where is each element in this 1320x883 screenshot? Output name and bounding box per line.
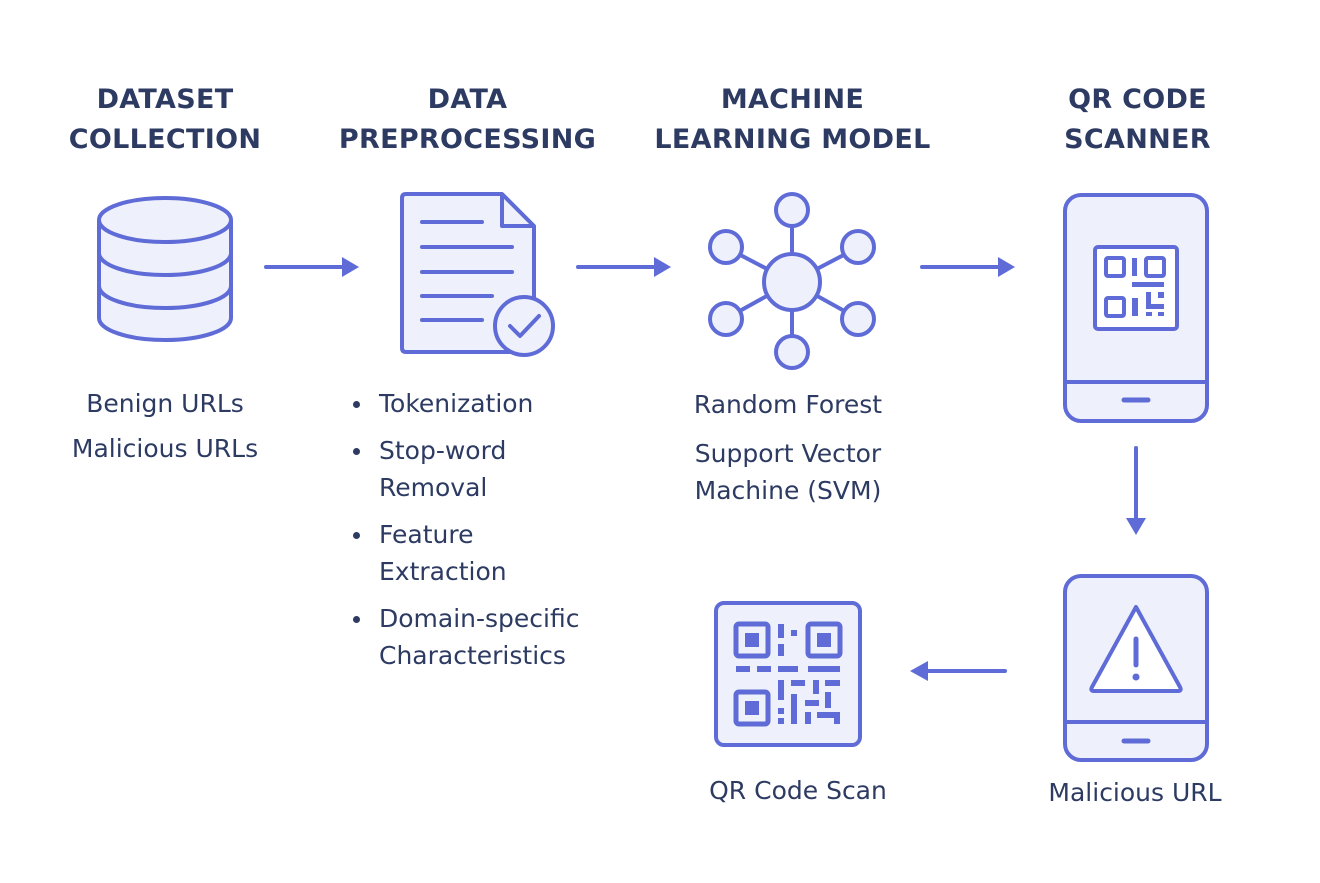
preprocessing-steps-list: Tokenization Stop-word Removal Feature E… (350, 385, 620, 684)
model-item-svm: Support Vector Machine (SVM) (694, 439, 882, 505)
list-item: Feature Extraction (350, 516, 539, 590)
database-icon (95, 190, 235, 350)
model-items: Random Forest Support Vector Machine (SV… (660, 386, 916, 509)
arrow-down-icon (1126, 446, 1146, 535)
list-item: Tokenization (350, 385, 620, 422)
list-item: Stop-word Removal (350, 432, 539, 506)
document-check-icon (398, 190, 560, 360)
arrow-right-icon (920, 257, 1015, 277)
dataset-collection-heading: DATASET COLLECTION (55, 80, 275, 160)
list-item: Domain-specific Characteristics (350, 600, 619, 674)
model-heading-line-2: LEARNING MODEL (654, 124, 931, 155)
phone-warning-icon (1062, 573, 1210, 763)
dataset-items: Benign URLs Malicious URLs (40, 385, 290, 467)
qr-code-icon (713, 600, 863, 748)
qr-code-scan-label: QR Code Scan (709, 776, 887, 805)
scanner-heading-line-1: QR CODE (1068, 84, 1207, 115)
data-preprocessing-heading: DATA PREPROCESSING (330, 80, 605, 160)
scanner-heading-line-2: SCANNER (1064, 124, 1211, 155)
phone-qr-icon (1062, 192, 1210, 424)
model-heading-line-1: MACHINE (720, 84, 865, 115)
dataset-item-malicious: Malicious URLs (71, 434, 259, 463)
preprocessing-heading-line-1: DATA (427, 84, 508, 115)
machine-learning-model-heading: MACHINE LEARNING MODEL (645, 80, 940, 160)
dataset-heading-line-1: DATASET (96, 84, 234, 115)
arrow-right-icon (576, 257, 671, 277)
qr-code-scanner-heading: QR CODE SCANNER (1035, 80, 1240, 160)
malicious-url-label: Malicious URL (1048, 778, 1222, 807)
dataset-item-benign: Benign URLs (86, 389, 244, 418)
arrow-left-icon (910, 661, 1008, 681)
preprocessing-heading-line-2: PREPROCESSING (338, 124, 597, 155)
dataset-heading-line-2: COLLECTION (68, 124, 262, 155)
network-node-icon (706, 192, 878, 370)
model-item-random-forest: Random Forest (693, 390, 883, 419)
arrow-right-icon (264, 257, 359, 277)
